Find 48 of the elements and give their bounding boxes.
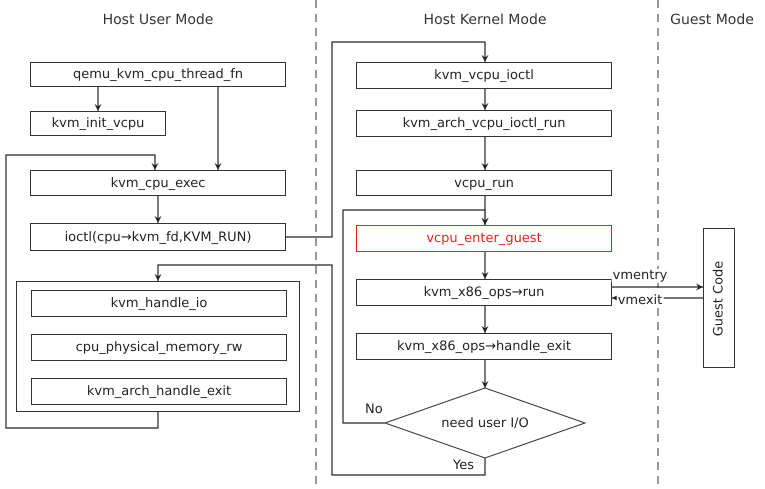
- node-label: cpu_physical_memory_rw: [76, 340, 242, 355]
- arrow: [481, 306, 489, 333]
- process-box: [30, 223, 286, 251]
- arrow: [481, 89, 489, 110]
- node-label: kvm_x86_ops→run: [424, 285, 544, 300]
- arrow: [5, 154, 159, 429]
- arrow: [286, 41, 489, 238]
- node-label: qemu_kvm_cpu_thread_fn: [72, 67, 244, 82]
- arrow: [94, 87, 102, 111]
- process-box: [356, 110, 612, 137]
- node-label: kvm_arch_handle_exit: [86, 384, 232, 399]
- process-box: [30, 170, 286, 196]
- group-box: [16, 281, 300, 412]
- node-label: Guest Code: [712, 260, 726, 336]
- node-label: kvm_handle_io: [110, 296, 208, 311]
- arrow: [154, 264, 486, 476]
- node-label: kvm_vcpu_ioctl: [434, 68, 534, 83]
- process-box: [356, 279, 612, 306]
- arrow: [481, 252, 489, 279]
- node-label: need user I/O: [441, 416, 529, 430]
- node-label: vcpu_enter_guest: [426, 231, 542, 246]
- node-label: kvm_arch_vcpu_ioctl_run: [402, 116, 566, 131]
- node-label: vcpu_run: [454, 176, 514, 190]
- arrow: [612, 283, 703, 291]
- column-heading: Host Kernel Mode: [424, 12, 546, 28]
- process-box: [356, 170, 612, 196]
- arrow: [214, 87, 222, 170]
- process-box: [31, 290, 287, 317]
- arrow: [154, 196, 162, 223]
- process-box: [31, 334, 287, 361]
- arrow: [342, 209, 489, 424]
- process-box: [30, 111, 166, 136]
- process-box: [30, 62, 286, 87]
- node-label: kvm_init_vcpu: [52, 116, 144, 131]
- edge-label: vmentry: [612, 268, 668, 284]
- column-heading: Host User Mode: [102, 12, 214, 28]
- node-label: kvm_cpu_exec: [110, 176, 206, 190]
- arrow: [481, 360, 489, 388]
- process-box: [31, 378, 287, 405]
- node-label: ioctl(cpu→kvm_fd,KVM_RUN): [64, 230, 252, 244]
- arrow: [481, 137, 489, 170]
- node-label: kvm_x86_ops→handle_exit: [397, 339, 571, 354]
- process-box: [356, 333, 612, 360]
- process-box: [356, 225, 612, 252]
- decision-diamond: [385, 388, 585, 458]
- guest-box: [703, 228, 735, 368]
- column-heading: Guest Mode: [670, 12, 754, 28]
- process-box: [356, 62, 612, 89]
